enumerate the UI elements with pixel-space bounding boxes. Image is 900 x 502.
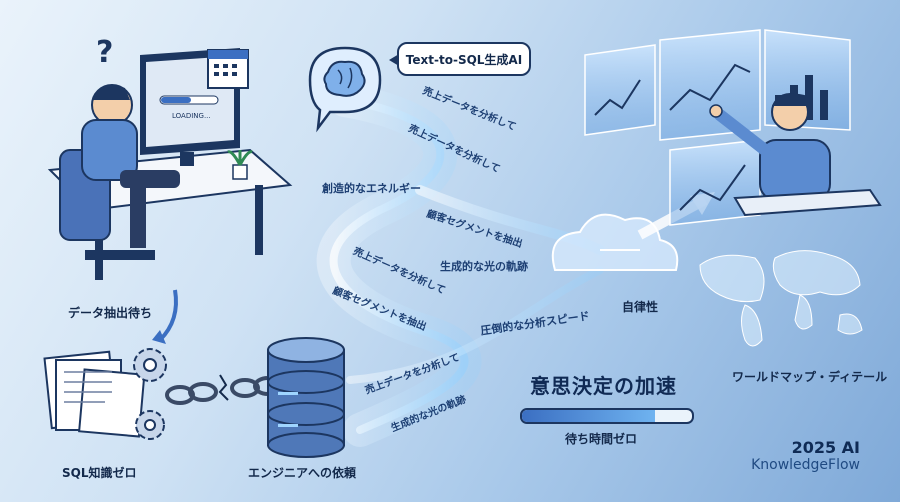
- progress-bar: [520, 408, 694, 424]
- brain-icon: [308, 46, 382, 133]
- question-mark-icon: ?: [96, 35, 113, 70]
- stream-text: 創造的なエネルギー: [322, 182, 421, 195]
- gear-icon: [133, 348, 167, 440]
- world-map-icon: [699, 250, 863, 347]
- wait-zero-label: 待ち時間ゼロ: [565, 432, 638, 446]
- ai-speech-bubble: Text-to-SQL生成AI: [389, 42, 531, 76]
- brand: 2025 AI KnowledgeFlow: [751, 438, 860, 473]
- headline: 意思決定の加速: [530, 374, 677, 398]
- sql-zero-label: SQL知識ゼロ: [62, 466, 137, 480]
- document-stack-icon: [43, 350, 146, 438]
- curved-arrow-icon: [158, 289, 178, 342]
- autonomy-label: 自律性: [622, 300, 659, 314]
- waiting-person: [59, 84, 180, 260]
- world-map-label: ワールドマップ・ディテール: [732, 370, 888, 384]
- database-icon: [267, 337, 345, 458]
- brand-year: 2025 AI: [791, 438, 860, 457]
- light-stream: [316, 83, 605, 447]
- loading-text: LOADING...: [172, 112, 211, 120]
- engineer-request-label: エンジニアへの依頼: [248, 466, 357, 480]
- broken-chain-icon: [165, 374, 283, 405]
- plant: [227, 150, 253, 180]
- bubble-text: Text-to-SQL生成AI: [405, 52, 523, 67]
- analyst-person: [709, 93, 882, 217]
- waiting-label: データ抽出待ち: [68, 306, 153, 320]
- stream-text: 生成的な光の軌跡: [440, 260, 528, 273]
- progress-fill: [522, 410, 655, 422]
- calendar-icon: [207, 49, 249, 89]
- brand-name: KnowledgeFlow: [751, 457, 860, 473]
